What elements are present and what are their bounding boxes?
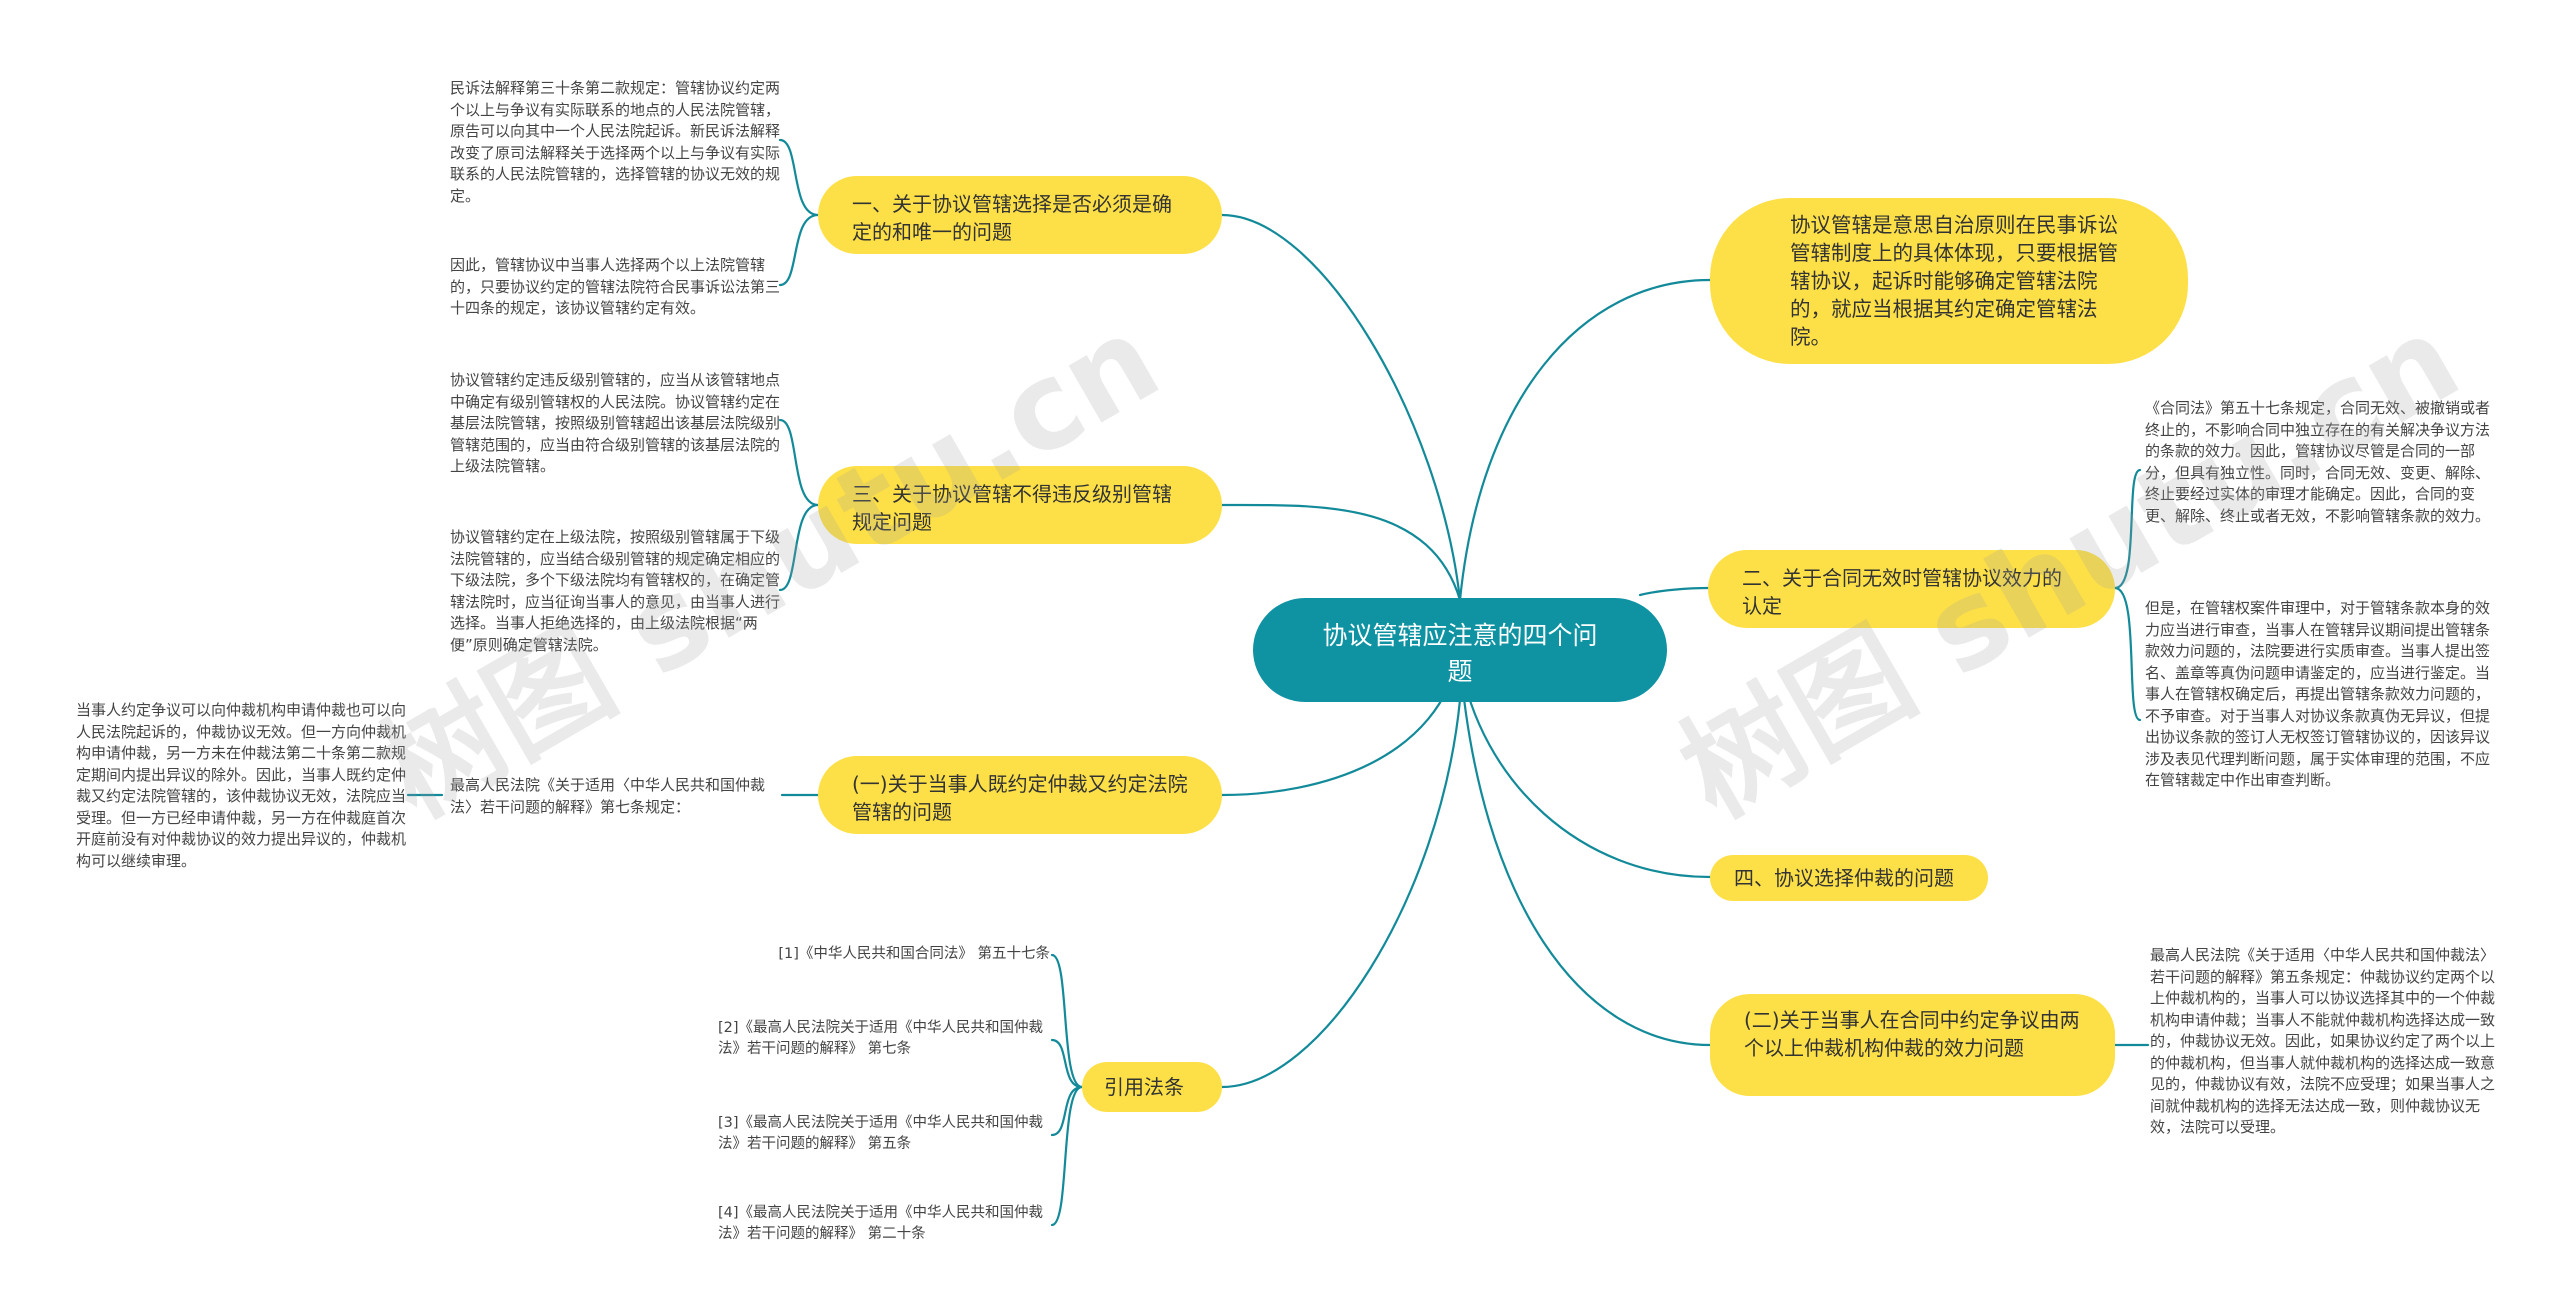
edge-root-b1 <box>1220 213 1462 602</box>
leaf-text: 最高人民法院《关于适用〈中华人民共和国仲裁法〉若干问题的解释》第五条规定：仲裁协… <box>2150 946 2496 1136</box>
branch-definition[interactable]: 协议管辖是意思自治原则在民事诉讼管辖制度上的具体体现，只要根据管辖协议，起诉时能… <box>1710 198 2188 364</box>
root-topic[interactable]: 协议管辖应注意的四个问题 <box>1253 598 1667 702</box>
leaf-arb2-detail: 最高人民法院《关于适用〈中华人民共和国仲裁法〉若干问题的解释》第五条规定：仲裁协… <box>2150 945 2500 1139</box>
leaf-arb1-detail: 当事人约定争议可以向仲裁机构申请仲裁也可以向人民法院起诉的，仲裁协议无效。但一方… <box>76 700 406 872</box>
leaf-text: 但是，在管辖权案件审理中，对于管辖条款本身的效力应当进行审查，当事人在管辖异议期… <box>2145 599 2491 789</box>
leaf-text: 协议管辖约定在上级法院，按照级别管辖属于下级法院管辖的，应当结合级别管辖的规定确… <box>450 528 781 654</box>
root-title: 协议管辖应注意的四个问题 <box>1322 621 1598 686</box>
edge-root-def <box>1458 278 1712 602</box>
law-text: [4]《最高人民法院关于适用《中华人民共和国仲裁法》若干问题的解释》 第二十条 <box>718 1205 1044 1242</box>
branch-level-jurisdiction[interactable]: 三、关于协议管辖不得违反级别管辖规定问题 <box>818 466 1222 544</box>
branch-arbitration-choice[interactable]: 四、协议选择仲裁的问题 <box>1710 855 1988 901</box>
leaf-invalid-2: 但是，在管辖权案件审理中，对于管辖条款本身的效力应当进行审查，当事人在管辖异议期… <box>2145 598 2495 792</box>
leaf-text: 最高人民法院《关于适用〈中华人民共和国仲裁法〉若干问题的解释》第七条规定： <box>450 776 766 816</box>
branch-label: (一)关于当事人既约定仲裁又约定法院管辖的问题 <box>852 772 1188 824</box>
branch-label: (二)关于当事人在合同中约定争议由两个以上仲裁机构仲裁的效力问题 <box>1744 1008 2080 1060</box>
leaf-text: 当事人约定争议可以向仲裁机构申请仲裁也可以向人民法院起诉的，仲裁协议无效。但一方… <box>76 701 407 870</box>
law-text: [1]《中华人民共和国合同法》 第五十七条 <box>778 946 1050 962</box>
edge-root-law <box>1220 698 1462 1089</box>
leaf-text: 协议管辖约定违反级别管辖的，应当从该管辖地点中确定有级别管辖权的人民法院。协议管… <box>450 371 781 475</box>
branch-label: 协议管辖是意思自治原则在民事诉讼管辖制度上的具体体现，只要根据管辖协议，起诉时能… <box>1790 213 2118 349</box>
leaf-text: 因此，管辖协议中当事人选择两个以上法院管辖的，只要协议约定的管辖法院符合民事诉讼… <box>450 256 781 317</box>
branch-cited-laws[interactable]: 引用法条 <box>1082 1062 1222 1112</box>
law-item-4: [4]《最高人民法院关于适用《中华人民共和国仲裁法》若干问题的解释》 第二十条 <box>718 1203 1050 1245</box>
edge-b2-leaves <box>2113 468 2142 722</box>
leaf-text: 《合同法》第五十七条规定，合同无效、被撤销或者终止的，不影响合同中独立存在的有关… <box>2145 399 2491 525</box>
law-item-2: [2]《最高人民法院关于适用《中华人民共和国仲裁法》若干问题的解释》 第七条 <box>718 1018 1050 1060</box>
law-text: [2]《最高人民法院关于适用《中华人民共和国仲裁法》若干问题的解释》 第七条 <box>718 1020 1044 1057</box>
branch-choice-unique[interactable]: 一、关于协议管辖选择是否必须是确定的和唯一的问题 <box>818 176 1222 254</box>
branch-two-arbitration-bodies[interactable]: (二)关于当事人在合同中约定争议由两个以上仲裁机构仲裁的效力问题 <box>1710 994 2115 1096</box>
edge-b3-leaves <box>778 418 820 592</box>
branch-label: 四、协议选择仲裁的问题 <box>1734 866 1954 890</box>
branch-label: 二、关于合同无效时管辖协议效力的认定 <box>1742 566 2062 618</box>
leaf-level-2: 协议管辖约定在上级法院，按照级别管辖属于下级法院管辖的，应当结合级别管辖的规定确… <box>450 527 780 656</box>
leaf-choice-2: 因此，管辖协议中当事人选择两个以上法院管辖的，只要协议约定的管辖法院符合民事诉讼… <box>450 255 780 320</box>
branch-label: 引用法条 <box>1104 1075 1184 1099</box>
branch-invalid-contract[interactable]: 二、关于合同无效时管辖协议效力的认定 <box>1708 550 2115 628</box>
law-text: [3]《最高人民法院关于适用《中华人民共和国仲裁法》若干问题的解释》 第五条 <box>718 1115 1044 1152</box>
edge-root-b3 <box>1220 503 1462 602</box>
branch-arbitration-and-court[interactable]: (一)关于当事人既约定仲裁又约定法院管辖的问题 <box>818 756 1222 834</box>
law-item-1: [1]《中华人民共和国合同法》 第五十七条 <box>712 944 1050 965</box>
law-item-3: [3]《最高人民法院关于适用《中华人民共和国仲裁法》若干问题的解释》 第五条 <box>718 1113 1050 1155</box>
leaf-text: 民诉法解释第三十条第二款规定：管辖协议约定两个以上与争议有实际联系的地点的人民法… <box>450 79 781 205</box>
edge-root-b2 <box>1638 586 1710 597</box>
leaf-arb1-rule: 最高人民法院《关于适用〈中华人民共和国仲裁法〉若干问题的解释》第七条规定： <box>450 775 782 818</box>
branch-label: 一、关于协议管辖选择是否必须是确定的和唯一的问题 <box>852 192 1172 244</box>
edge-root-b4 <box>1458 658 1712 879</box>
edge-root-arb2 <box>1458 658 1712 1047</box>
leaf-choice-1: 民诉法解释第三十条第二款规定：管辖协议约定两个以上与争议有实际联系的地点的人民法… <box>450 78 780 207</box>
edge-b1-leaves <box>778 138 820 287</box>
edge-law-leaves <box>1050 953 1084 1227</box>
leaf-level-1: 协议管辖约定违反级别管辖的，应当从该管辖地点中确定有级别管辖权的人民法院。协议管… <box>450 370 780 478</box>
leaf-invalid-1: 《合同法》第五十七条规定，合同无效、被撤销或者终止的，不影响合同中独立存在的有关… <box>2145 398 2495 527</box>
branch-label: 三、关于协议管辖不得违反级别管辖规定问题 <box>852 482 1172 534</box>
